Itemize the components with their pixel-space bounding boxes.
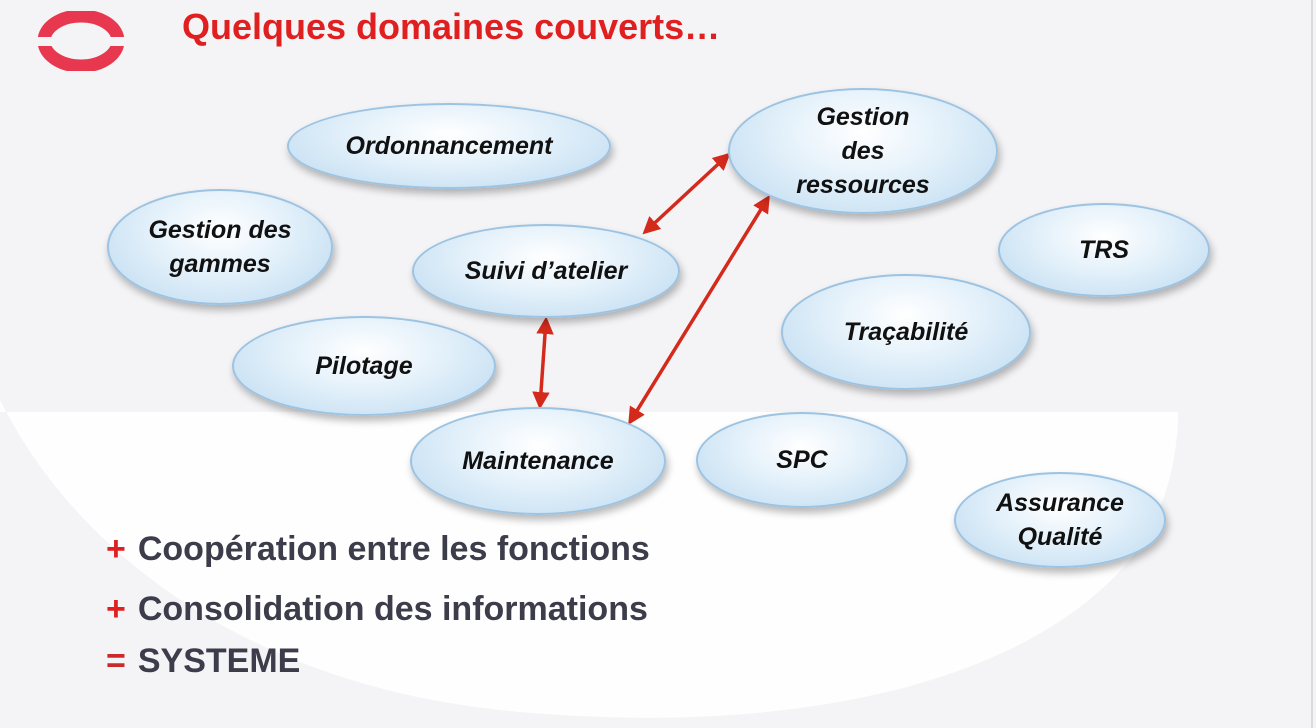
ring-logo-icon (37, 9, 125, 73)
node-label: Gestion des gammes (148, 216, 292, 278)
node-trs: TRS (998, 203, 1210, 297)
node-pilotage: Pilotage (232, 316, 496, 416)
node-label: Gestion des ressources (796, 103, 930, 199)
node-label: SPC (776, 446, 828, 474)
node-label: Assurance Qualité (996, 489, 1124, 551)
node-ordonnancement: Ordonnancement (287, 103, 611, 189)
node-spc: SPC (696, 412, 908, 508)
node-label: Maintenance (462, 447, 614, 475)
node-label: TRS (1079, 236, 1129, 264)
node-label: Suivi d’atelier (464, 257, 628, 285)
bullet-text: Consolidation des informations (137, 590, 648, 628)
slide-title: Quelques domaines couverts… (182, 6, 721, 47)
node-maintenance: Maintenance (410, 407, 666, 515)
node-label: Ordonnancement (345, 132, 553, 160)
node-label: Traçabilité (843, 318, 969, 346)
node-gestion-ressources: Gestion des ressources (728, 88, 998, 214)
node-label: Pilotage (315, 352, 413, 380)
bullet-text: Coopération entre les fonctions (137, 530, 650, 568)
node-suivi-atelier: Suivi d’atelier (412, 224, 680, 318)
bullet-operator: + (106, 530, 126, 568)
bullet-operator: = (106, 642, 126, 680)
bullet-consolidation: + Consolidation des informations (106, 590, 648, 629)
node-gestion-gammes: Gestion des gammes (107, 189, 333, 305)
bullet-systeme: = SYSTEME (106, 642, 300, 681)
node-assurance-qualite: Assurance Qualité (954, 472, 1166, 568)
bullet-text: SYSTEME (137, 642, 301, 680)
bullet-cooperation: + Coopération entre les fonctions (106, 530, 650, 569)
bullet-operator: + (106, 590, 126, 628)
node-tracabilite: Traçabilité (781, 274, 1031, 390)
